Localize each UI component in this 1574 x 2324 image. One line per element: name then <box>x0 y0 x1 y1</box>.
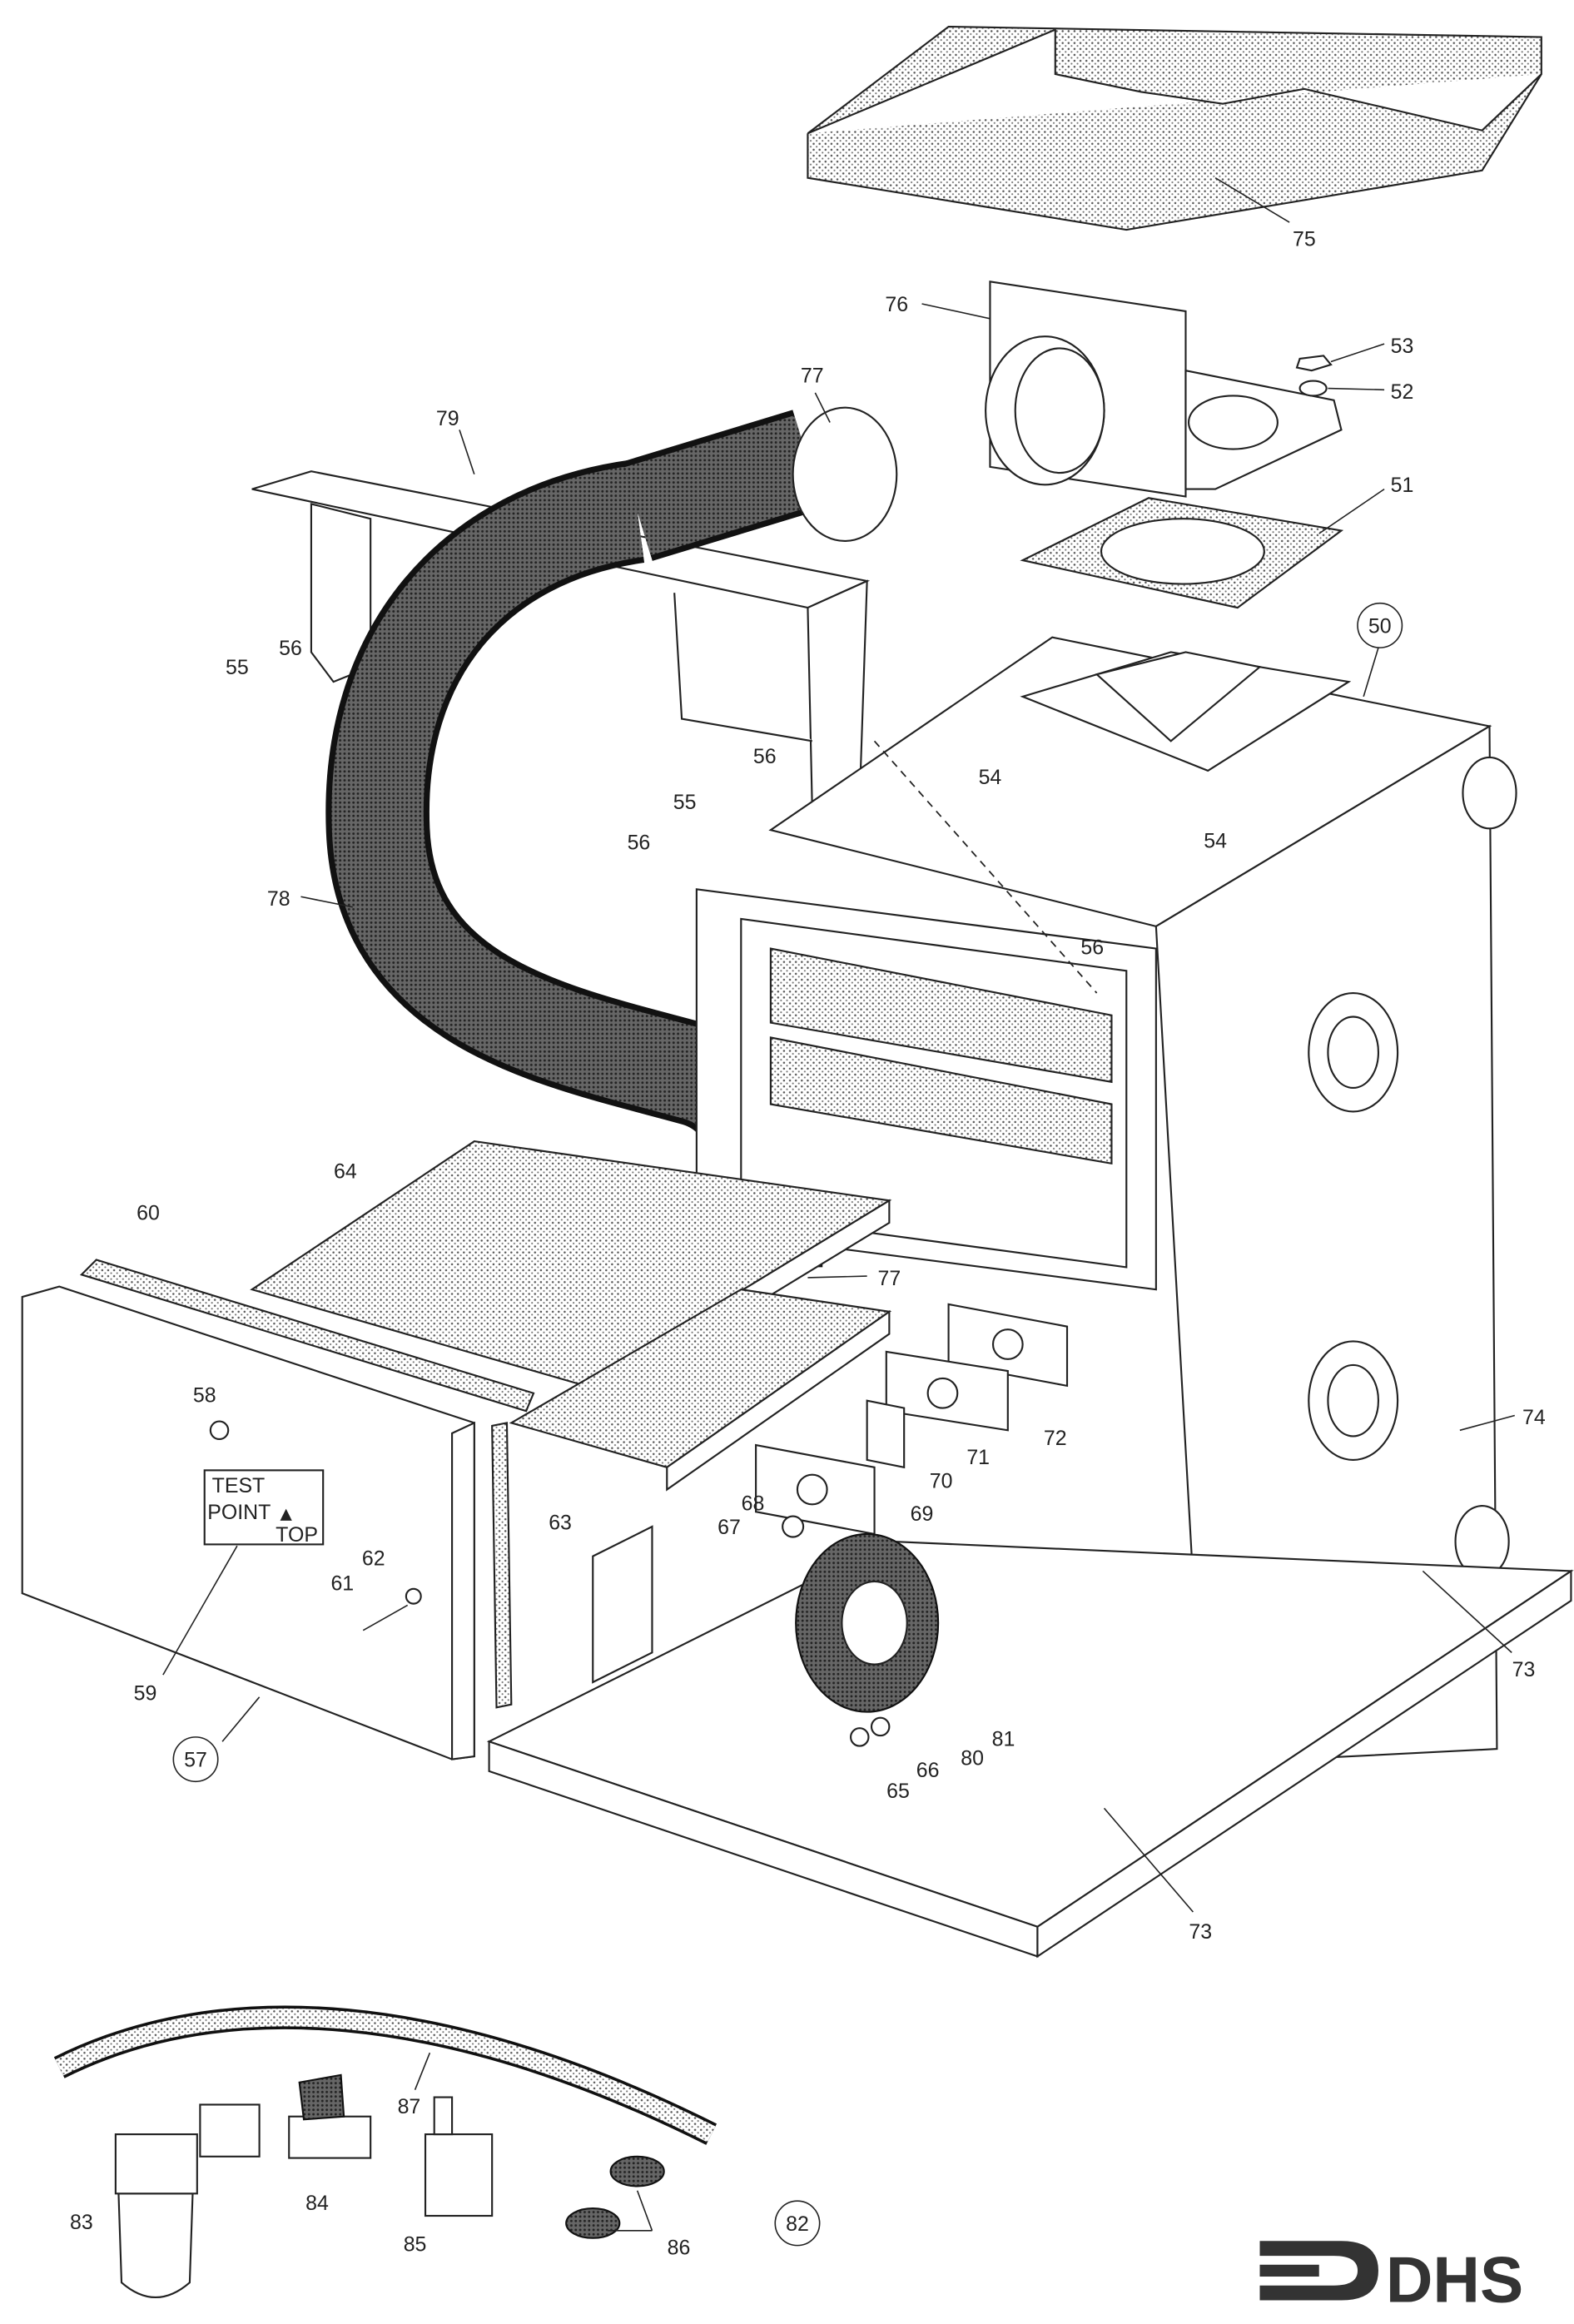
part-label: 76 <box>885 293 908 316</box>
front-panel: TEST POINT TOP <box>21 1285 475 1760</box>
flue-spigot <box>985 281 1343 498</box>
part-label: 56 <box>1080 936 1104 960</box>
part-label: 56 <box>628 831 651 854</box>
part-label: 51 <box>1391 474 1414 497</box>
insulation-board-63 <box>509 1289 892 1492</box>
assembly-circle-82 <box>774 2200 821 2247</box>
part-label: 80 <box>961 1747 984 1770</box>
top-insulation-pad <box>807 25 1542 231</box>
part-label: 73 <box>1512 1658 1536 1681</box>
hose-clip-top <box>792 406 898 542</box>
part-label: 56 <box>279 637 302 660</box>
seal-strip <box>79 1259 535 1709</box>
part-label: 54 <box>1204 830 1227 853</box>
leader-lines <box>162 176 1515 2232</box>
part-label: 82 <box>786 2212 809 2236</box>
part-label: 75 <box>1293 228 1316 251</box>
nut-and-washer <box>1295 355 1333 397</box>
oil-hose-87 <box>53 2005 717 2145</box>
part-label: 56 <box>753 745 777 768</box>
part-label: 60 <box>137 1201 160 1224</box>
base-tray <box>486 1540 1574 1959</box>
part-label: 70 <box>930 1470 953 1493</box>
part-label: 83 <box>70 2211 93 2234</box>
panel-text-top: TOP <box>276 1523 318 1547</box>
part-label: 59 <box>134 1681 157 1705</box>
part-label: 55 <box>673 791 697 814</box>
part-label: 62 <box>362 1547 385 1570</box>
burner-assembly-parts <box>592 1303 1069 1747</box>
part-label: 78 <box>267 887 290 911</box>
part-label: 66 <box>916 1759 940 1782</box>
part-label: 63 <box>549 1512 572 1535</box>
part-label: 71 <box>966 1446 990 1469</box>
flue-gasket <box>1020 497 1344 609</box>
part-labels: 75 76 53 52 77 79 51 50 55 56 54 56 55 5… <box>70 228 1546 2260</box>
part-label: 65 <box>886 1780 910 1803</box>
part-label: 81 <box>992 1728 1015 1751</box>
panel-text-point: POINT <box>207 1501 271 1524</box>
part-label: 64 <box>334 1160 357 1184</box>
connector-85 <box>424 2096 494 2217</box>
part-label: 57 <box>184 1748 207 1771</box>
part-label: 54 <box>979 766 1002 789</box>
part-label: 61 <box>330 1572 354 1596</box>
part-label: 73 <box>1189 1920 1212 1944</box>
part-label: 86 <box>668 2236 691 2259</box>
part-label: 79 <box>436 407 459 430</box>
part-label: 52 <box>1391 380 1414 404</box>
part-label: 77 <box>878 1267 901 1290</box>
valve-84 <box>288 2073 372 2159</box>
part-label: 55 <box>226 656 249 679</box>
part-label: 67 <box>717 1516 741 1539</box>
assembly-circle-50 <box>1357 602 1403 648</box>
part-label: 74 <box>1522 1406 1546 1429</box>
part-label: 72 <box>1044 1427 1067 1450</box>
part-label: 58 <box>193 1383 216 1407</box>
logo-text: DHS <box>1386 2242 1523 2316</box>
part-label: 68 <box>742 1492 765 1515</box>
dhs-logo: DHS <box>1259 2241 1523 2316</box>
grommets-86 <box>565 2155 665 2239</box>
part-label: 84 <box>305 2192 329 2215</box>
part-label: 69 <box>911 1502 934 1526</box>
oil-filter-83 <box>114 2103 261 2299</box>
part-label: 85 <box>404 2233 427 2257</box>
assembly-circle-57 <box>172 1736 219 1783</box>
part-label: 50 <box>1368 614 1392 638</box>
part-label: 87 <box>398 2095 421 2118</box>
panel-text-test: TEST <box>212 1474 266 1497</box>
part-label: 77 <box>801 364 824 387</box>
part-label: 53 <box>1391 335 1414 358</box>
